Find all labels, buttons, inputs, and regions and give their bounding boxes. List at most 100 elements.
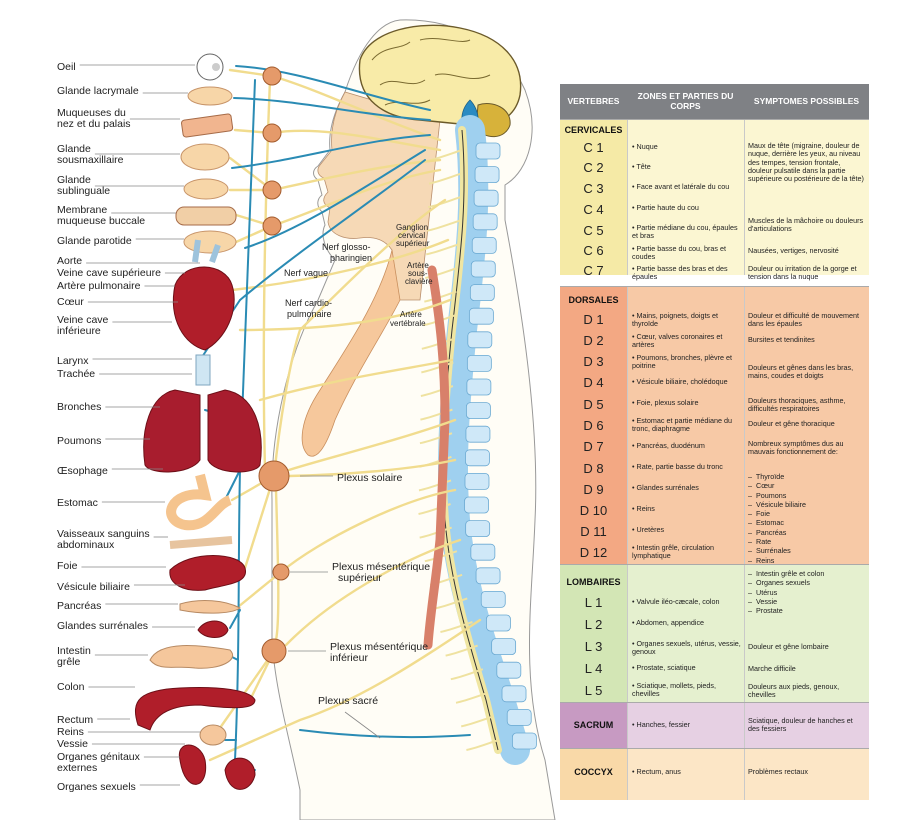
nasal-mucosa bbox=[181, 113, 234, 138]
organ-label: Pancréas bbox=[57, 600, 101, 612]
organ-label: externes bbox=[57, 762, 97, 774]
parotid-gland bbox=[183, 230, 237, 254]
vertebra-c7: C 7 bbox=[583, 263, 604, 278]
organ-label: Veine cave bbox=[57, 314, 109, 326]
zone-l3: • Organes sexuels, utérus, vessie, genou… bbox=[632, 639, 741, 657]
symptom-headaches: Maux de tête (migraine, douleur de nuque… bbox=[748, 141, 864, 184]
zone-d12: • Intestin grêle, circulation lymphatiqu… bbox=[632, 543, 715, 561]
section-cervicales: CERVICALES C 1 C 2 C 3 C 4 C 5 C 6 C 7 •… bbox=[560, 119, 869, 281]
zone-c4: • Partie haute du cou bbox=[632, 203, 699, 212]
organ-list-dorsal: – Thyroïde – Cœur – Poumons – Vésicule b… bbox=[748, 472, 866, 565]
spinal-nerve bbox=[426, 219, 460, 232]
spinal-nerve bbox=[435, 597, 468, 610]
mes-inf-label-1: Plexus mésentérique bbox=[330, 641, 428, 653]
liver-organ bbox=[169, 555, 246, 591]
symptom-sacrum: Sciatique, douleur de hanches et des fes… bbox=[748, 716, 853, 734]
list-item: – Foie bbox=[748, 509, 770, 519]
zone-d5: • Foie, plexus solaire bbox=[632, 398, 699, 407]
nerve-yellow bbox=[279, 488, 457, 574]
spinal-nerve bbox=[427, 196, 461, 209]
vertebra-c6: C 6 bbox=[583, 243, 604, 258]
spinal-nerve bbox=[450, 668, 484, 681]
ganglion-label-1: Ganglion bbox=[396, 223, 428, 232]
organ-label: Intestin bbox=[57, 645, 91, 657]
section-title: CERVICALES bbox=[564, 125, 623, 135]
organ-label: Glandes surrénales bbox=[57, 620, 148, 632]
mes-sup-label-1: Plexus mésentérique bbox=[332, 561, 430, 573]
organ-label: Vésicule biliaire bbox=[57, 581, 130, 593]
vertebra-body bbox=[466, 354, 492, 372]
spinal-nerve bbox=[419, 526, 452, 539]
organ-label: Cœur bbox=[57, 296, 84, 308]
inferior-mesenteric-plexus bbox=[261, 638, 287, 664]
vertebra-body bbox=[473, 189, 499, 207]
vertebra-c3: C 3 bbox=[583, 181, 604, 196]
organ-label: Glande lacrymale bbox=[57, 85, 139, 97]
zone-d10: • Reins bbox=[632, 504, 655, 513]
organ-label: Colon bbox=[57, 681, 85, 693]
header-symptomes: SYMPTOMES POSSIBLES bbox=[744, 84, 869, 119]
vertebra-d12: D 12 bbox=[579, 545, 608, 560]
nerve-yellow bbox=[287, 418, 457, 472]
section-title: DORSALES bbox=[568, 295, 619, 305]
section-sacrum: SACRUM • Hanches, fessier Sciatique, dou… bbox=[560, 702, 869, 749]
symptom-arms: Douleurs et gênes dans les bras, mains, … bbox=[748, 363, 854, 381]
nerve-vague-label: Nerf vague bbox=[284, 268, 328, 278]
symptom-coccyx: Problèmes rectaux bbox=[748, 767, 808, 776]
organ-label: Trachée bbox=[57, 368, 95, 380]
organ-label: sublinguale bbox=[57, 185, 110, 197]
symptom-throat: Douleur ou irritation de la gorge et ten… bbox=[748, 264, 857, 282]
nerve-cardio-label-1: Nerf cardio- bbox=[285, 298, 332, 308]
section-coccyx: COCCYX • Rectum, anus Problèmes rectaux bbox=[560, 748, 869, 800]
vertebra-body bbox=[470, 543, 496, 561]
organ-label: Œsophage bbox=[57, 465, 108, 477]
organ-label: Oeil bbox=[57, 61, 76, 73]
mes-sup-label-2: supérieur bbox=[338, 572, 382, 584]
nerve-blue bbox=[231, 134, 431, 169]
vertebrale-label-2: vertébrale bbox=[390, 319, 426, 328]
pancreas-organ bbox=[179, 600, 241, 614]
organ-label: Poumons bbox=[57, 435, 101, 447]
organ-label: Larynx bbox=[57, 355, 89, 367]
organ-label: inférieure bbox=[57, 325, 101, 337]
vertebra-body bbox=[469, 284, 495, 302]
vertebra-d5: D 5 bbox=[583, 397, 604, 412]
vertebra-body bbox=[466, 402, 491, 420]
vertebra-c5: C 5 bbox=[583, 223, 604, 238]
organ-label: Artère pulmonaire bbox=[57, 280, 141, 292]
symptom-jaw: Muscles de la mâchoire ou douleurs d'art… bbox=[748, 216, 864, 234]
vertebra-body bbox=[501, 685, 527, 703]
vertebra-body bbox=[468, 307, 494, 325]
organ-label: abdominaux bbox=[57, 539, 115, 551]
nerve-yellow bbox=[243, 474, 276, 570]
vertebra-l4: L 4 bbox=[584, 661, 603, 676]
vertebra-l1: L 1 bbox=[584, 595, 603, 610]
vertebra-body bbox=[486, 614, 511, 632]
vertebra-body bbox=[506, 709, 532, 726]
vertebra-d1: D 1 bbox=[583, 312, 604, 327]
list-item: – Utérus bbox=[748, 587, 778, 597]
zone-d6: • Estomac et partie médiane du tronc, di… bbox=[632, 416, 733, 434]
vertebra-d8: D 8 bbox=[583, 461, 604, 476]
list-item: – Pancréas bbox=[748, 527, 787, 537]
organ-label: Vaisseaux sanguins bbox=[57, 528, 150, 540]
organ-label: Glande parotide bbox=[57, 235, 132, 247]
nerve-yellow bbox=[272, 198, 447, 478]
zone-c2: • Tête bbox=[632, 162, 651, 171]
organ-label: Organes sexuels bbox=[57, 781, 136, 793]
vertebra-d6: D 6 bbox=[583, 418, 604, 433]
vertebra-body bbox=[496, 661, 522, 679]
list-item: – Cœur bbox=[748, 481, 775, 491]
zone-c3: • Face avant et latérale du cou bbox=[632, 182, 730, 191]
nerve-blue bbox=[244, 149, 426, 249]
header-vertebres: VERTEBRES bbox=[560, 84, 628, 119]
symptom-many: Nombreux symptômes dus au mauvais foncti… bbox=[748, 439, 844, 457]
spinal-nerve bbox=[420, 385, 454, 397]
esophagus-stomach bbox=[166, 473, 233, 531]
solar-plexus bbox=[258, 460, 290, 492]
vertebra-c1: C 1 bbox=[583, 140, 604, 155]
vertebra-body bbox=[474, 166, 500, 184]
organ-label: Reins bbox=[57, 726, 84, 738]
vertebra-body bbox=[464, 472, 490, 490]
